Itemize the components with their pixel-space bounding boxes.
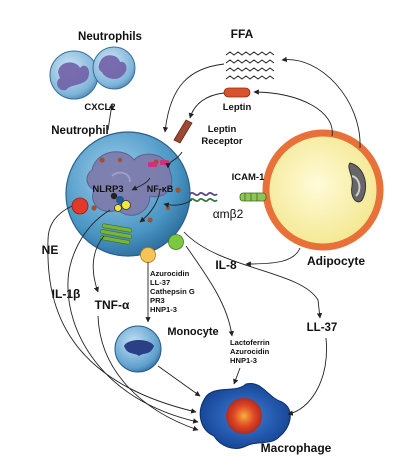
macrophage [199,382,291,449]
neutrophils-label: Neutrophils [78,31,142,43]
secretory-vesicle-icon [168,234,184,250]
il1b-label: IL-1β [52,287,81,301]
monocyte [114,325,162,373]
granule-list-1: Azurocidin LL-37 Cathepsin G PR3 HNP1-3 [150,269,195,314]
granule-list-2: Lactoferrin Azurocidin HNP1-3 [230,338,270,365]
icam1-label: ICAM-1 [232,172,265,183]
tnfa-label: TNF-α [95,298,130,312]
macrophage-label: Macrophage [261,441,332,455]
arrows [47,56,361,431]
monocyte-label: Monocyte [167,326,218,338]
ffa-chains-icon [225,51,275,80]
integrin-icon [189,191,218,197]
leptin-label: Leptin [223,102,252,113]
leptin-receptor-icon [173,119,193,144]
granule-list-2-item: HNP1-3 [230,356,257,365]
leptin-receptor-label-1: Leptin [208,124,237,135]
granule-list-1-item: PR3 [150,296,165,305]
ll37-label: LL-37 [307,322,338,334]
integrin-label: αmβ2 [213,207,244,221]
cxcl2-label: CXCL2 [84,102,115,113]
nlrp3-inflammasome-icon [110,192,131,212]
granule-list-1-item: Azurocidin [150,269,190,278]
neutrophil-label: Neutrophil [51,125,109,137]
il8-label: IL-8 [215,258,237,272]
small-neutrophil-left [49,50,99,100]
small-neutrophil-right [92,46,136,90]
specific-granule-icon [140,247,156,263]
nlrp3-label: NLRP3 [92,184,123,195]
adipocyte-label: Adipocyte [307,254,365,268]
adipocyte [262,129,384,251]
neutrophil-nucleus [86,151,173,216]
ffa-label: FFA [231,27,254,41]
azurophilic-granule-icon [71,197,89,215]
granule-list-2-item: Azurocidin [230,347,270,356]
ne-label: NE [42,243,59,257]
leptin-receptor-label-2: Receptor [201,136,242,147]
golgi-icon [99,223,133,245]
granule-list-1-item: LL-37 [150,278,170,287]
leptin-icon [223,87,251,98]
granule-list-1-item: HNP1-3 [150,305,177,314]
neutrophil-cell [65,131,191,263]
granule-list-2-item: Lactoferrin [230,338,270,347]
icam1-icon [239,192,267,202]
adipocyte-nucleus [348,162,366,203]
neutrophils-group: Neutrophils [49,31,142,100]
nfkb-label: NF-κB [147,184,174,194]
granule-list-1-item: Cathepsin G [150,287,195,296]
